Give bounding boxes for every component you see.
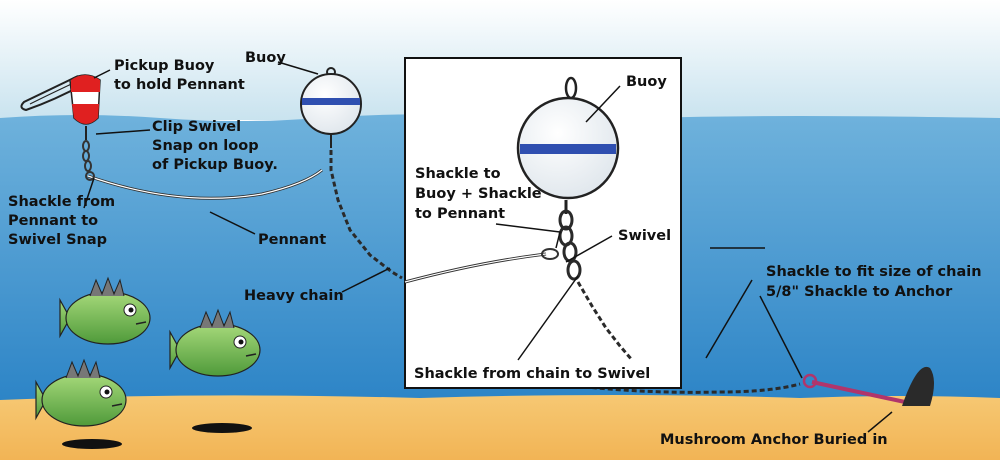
fish-shadow xyxy=(192,423,252,433)
fish-icon xyxy=(169,308,261,377)
pickup-buoy xyxy=(20,74,101,140)
label-heavy-chain: Heavy chain xyxy=(244,288,344,304)
inset-detail-box xyxy=(404,57,682,389)
sand-floor xyxy=(0,395,1000,460)
fish-icon xyxy=(35,358,127,427)
fish-icon xyxy=(59,276,151,345)
label-swivel: Swivel xyxy=(618,228,671,244)
clip-swivel-chain xyxy=(82,140,95,181)
main-buoy xyxy=(300,67,362,148)
label-pennant: Pennant xyxy=(258,232,326,248)
leader-lines xyxy=(83,61,893,433)
fish-group xyxy=(35,276,261,449)
heavy-chain xyxy=(329,150,403,280)
label-shackle-chain-swivel: Shackle from chain to Swivel xyxy=(414,366,650,382)
label-inset-buoy: Buoy xyxy=(626,74,667,90)
inset-shackle-chain xyxy=(558,209,634,361)
mushroom-anchor xyxy=(802,366,934,406)
fish-shadow xyxy=(62,439,122,449)
label-buoy-main: Buoy xyxy=(245,50,286,66)
label-mushroom-anchor: Mushroom Anchor Buried in xyxy=(660,432,888,448)
